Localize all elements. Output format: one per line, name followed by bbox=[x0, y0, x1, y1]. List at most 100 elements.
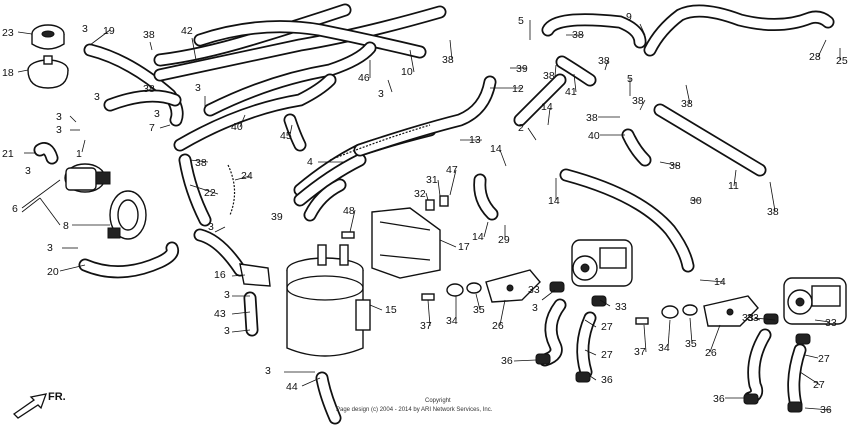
leader-line bbox=[159, 124, 171, 129]
hose-body bbox=[155, 5, 350, 65]
callout-label: 38 bbox=[681, 98, 693, 110]
leader-line bbox=[699, 279, 725, 283]
leader-line bbox=[301, 377, 321, 387]
leader-line bbox=[804, 354, 819, 359]
leader-line bbox=[639, 23, 646, 36]
leader-line bbox=[769, 181, 776, 212]
hose-body bbox=[175, 75, 335, 150]
callout-label: 4 bbox=[307, 156, 313, 168]
leader-line bbox=[231, 274, 246, 277]
callout-label: 33 bbox=[742, 312, 754, 324]
leader-line bbox=[21, 179, 61, 209]
callout-label: 27 bbox=[601, 321, 613, 333]
leader-line bbox=[289, 124, 293, 136]
callout-label: 38 bbox=[543, 70, 555, 82]
leader-line bbox=[349, 209, 356, 233]
hose-body bbox=[475, 175, 497, 219]
callout-label: 26 bbox=[705, 347, 717, 359]
leader-line bbox=[589, 375, 597, 381]
leader-line bbox=[39, 197, 61, 226]
callout-label: 3 bbox=[47, 242, 53, 254]
callout-label: 39 bbox=[516, 63, 528, 75]
callout-label: 2 bbox=[518, 122, 524, 134]
leader-line bbox=[69, 115, 77, 123]
callout-label: 3 bbox=[224, 289, 230, 301]
callout-label: 38 bbox=[442, 54, 454, 66]
cap-part-23 bbox=[31, 24, 65, 50]
callout-label: 31 bbox=[426, 174, 438, 186]
clamp-part-8 bbox=[107, 190, 147, 240]
hose-body bbox=[245, 293, 257, 335]
leader-line bbox=[599, 299, 611, 307]
callout-label: 27 bbox=[813, 379, 825, 391]
leader-line bbox=[639, 99, 646, 111]
leader-line bbox=[17, 31, 33, 35]
purge-valve-right bbox=[783, 277, 847, 325]
callout-label: 27 bbox=[818, 353, 830, 365]
leader-line bbox=[21, 197, 41, 213]
callout-label: 3 bbox=[208, 221, 214, 233]
leader-line bbox=[573, 73, 577, 93]
callout-label: 45 bbox=[280, 130, 292, 142]
leader-line bbox=[449, 39, 453, 61]
leader-line bbox=[584, 349, 597, 356]
leader-line bbox=[239, 114, 246, 128]
callout-label: 34 bbox=[446, 315, 458, 327]
leader-line bbox=[499, 299, 506, 326]
callout-label: 3 bbox=[154, 108, 160, 120]
callout-label: 13 bbox=[469, 134, 481, 146]
callout-label: 35 bbox=[685, 338, 697, 350]
leader-line bbox=[643, 324, 647, 353]
bracket-part-17 bbox=[371, 207, 441, 279]
callout-label: 3 bbox=[56, 111, 62, 123]
callout-label: 3 bbox=[378, 88, 384, 100]
callout-label: 38 bbox=[586, 112, 598, 124]
hose-body bbox=[180, 155, 210, 225]
callout-label: 36 bbox=[501, 355, 513, 367]
hose-body bbox=[355, 77, 495, 155]
callout-label: 21 bbox=[2, 148, 14, 160]
hose-body bbox=[80, 243, 178, 277]
leader-line bbox=[214, 226, 226, 233]
copyright-line-2: Page design (c) 2004 - 2014 by ARI Netwo… bbox=[336, 407, 493, 413]
leader-line bbox=[547, 107, 551, 126]
hose-body bbox=[205, 43, 375, 115]
callout-label: 7 bbox=[149, 122, 155, 134]
hose-body bbox=[317, 373, 340, 423]
hose-body bbox=[155, 7, 445, 80]
callout-label: 33 bbox=[747, 312, 759, 324]
leader-line bbox=[667, 319, 671, 349]
hose-body bbox=[105, 91, 180, 110]
callout-label: 38 bbox=[195, 157, 207, 169]
callout-label: 17 bbox=[458, 241, 470, 253]
callout-label: 14 bbox=[714, 276, 726, 288]
leader-line bbox=[604, 59, 609, 71]
leader-line bbox=[659, 161, 681, 167]
leader-line bbox=[439, 239, 457, 248]
callout-label: 14 bbox=[548, 195, 560, 207]
hose-body bbox=[557, 57, 595, 85]
leader-line bbox=[817, 39, 827, 58]
leader-line bbox=[554, 64, 557, 77]
leader-lines bbox=[17, 20, 841, 411]
callout-label: 12 bbox=[512, 83, 524, 95]
callout-label: 23 bbox=[2, 27, 14, 39]
hose-body bbox=[515, 75, 565, 125]
callout-label: 3 bbox=[224, 325, 230, 337]
callout-label: 14 bbox=[472, 231, 484, 243]
callout-label: 3 bbox=[25, 165, 31, 177]
spring-hose-24 bbox=[227, 164, 236, 216]
leader-line bbox=[733, 169, 737, 187]
grommets bbox=[446, 282, 698, 319]
leader-line bbox=[689, 317, 693, 345]
leader-line bbox=[709, 324, 721, 353]
leader-line bbox=[799, 371, 821, 386]
callout-label: 40 bbox=[588, 130, 600, 142]
leader-line bbox=[527, 127, 537, 141]
callout-label: 29 bbox=[498, 234, 510, 246]
callout-label: 41 bbox=[565, 86, 577, 98]
callout-label: 43 bbox=[214, 308, 226, 320]
callout-label: 6 bbox=[12, 203, 18, 215]
